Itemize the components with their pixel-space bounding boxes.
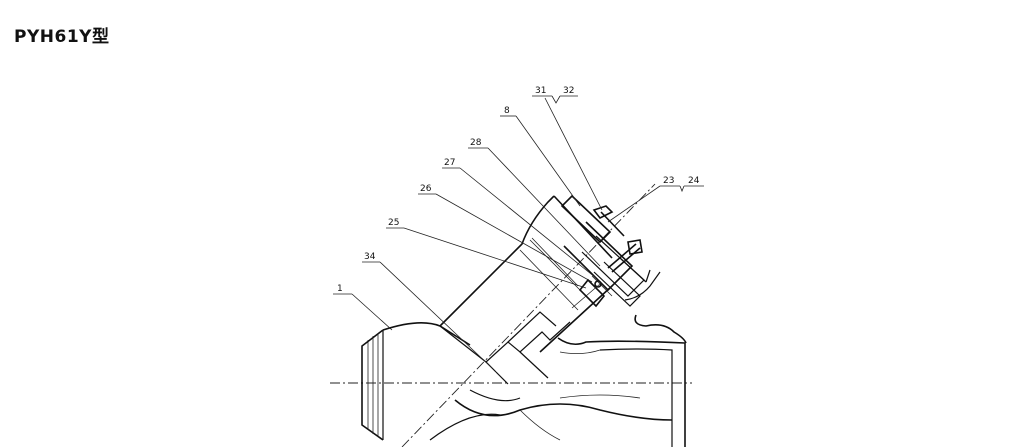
callout-27: 27 (444, 158, 455, 168)
callout-26: 26 (420, 184, 432, 194)
inclined-centerline (401, 183, 656, 447)
valve-body (361, 271, 687, 447)
callout-8: 8 (504, 106, 510, 116)
nut-top (592, 205, 614, 220)
callout-1: 1 (337, 284, 343, 294)
callout-31: 31 (535, 86, 546, 96)
callout-24: 24 (688, 176, 700, 186)
bonnet (439, 195, 613, 385)
callout-leaders (333, 95, 704, 369)
callout-23: 23 (663, 176, 674, 186)
callout-labels: 1 34 25 26 27 28 8 31 32 23 24 (337, 86, 700, 294)
callout-28: 28 (470, 138, 482, 148)
callout-32: 32 (563, 86, 574, 96)
callout-25: 25 (388, 218, 399, 228)
callout-34: 34 (364, 252, 376, 262)
page-title: PYH61Y型 (14, 27, 110, 47)
